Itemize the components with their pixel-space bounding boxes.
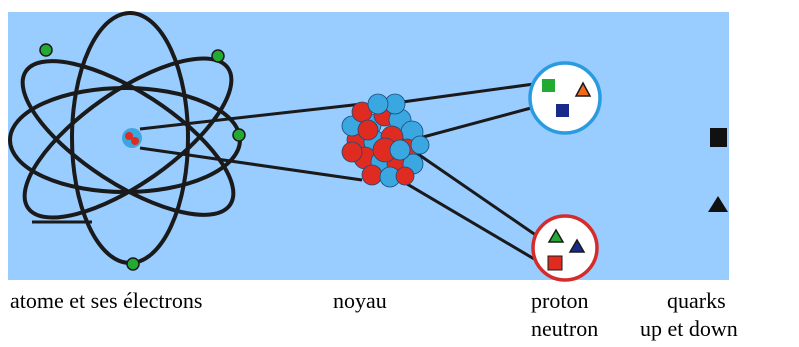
- orbit-diagonal-a: [20, 59, 236, 217]
- caption-quarks: quarks: [667, 288, 726, 313]
- up-quark-black-square-icon: [710, 128, 727, 147]
- red-square-quark-icon: [547, 255, 563, 271]
- electron-icon: [126, 257, 140, 271]
- electron-icon: [232, 128, 246, 142]
- electron-icon: [39, 43, 53, 57]
- down-quark-black-triangle-icon: [708, 196, 728, 212]
- caption-proton: proton: [531, 288, 589, 313]
- navy-triangle-quark-icon: [568, 238, 586, 253]
- caption-neutron: neutron: [531, 316, 599, 341]
- electron-icon: [211, 49, 225, 63]
- neutron-circle: [531, 214, 599, 282]
- green-square-quark-icon: [542, 79, 555, 92]
- caption-nucleus: noyau: [333, 288, 387, 313]
- caption-up-down: up et down: [640, 316, 738, 341]
- orbit-diagonal-b: [22, 56, 234, 220]
- nucleus-cluster: [341, 93, 430, 188]
- proton-circle: [528, 61, 602, 135]
- electrons: [39, 43, 246, 271]
- zoom-lines-atom-to-nucleus: [139, 102, 363, 182]
- navy-square-quark-icon: [556, 104, 569, 117]
- atom-center-nucleus: [122, 128, 142, 148]
- orange-triangle-quark-icon: [574, 81, 592, 97]
- caption-atom: atome et ses électrons: [10, 288, 203, 313]
- green-triangle-quark-icon: [547, 228, 565, 243]
